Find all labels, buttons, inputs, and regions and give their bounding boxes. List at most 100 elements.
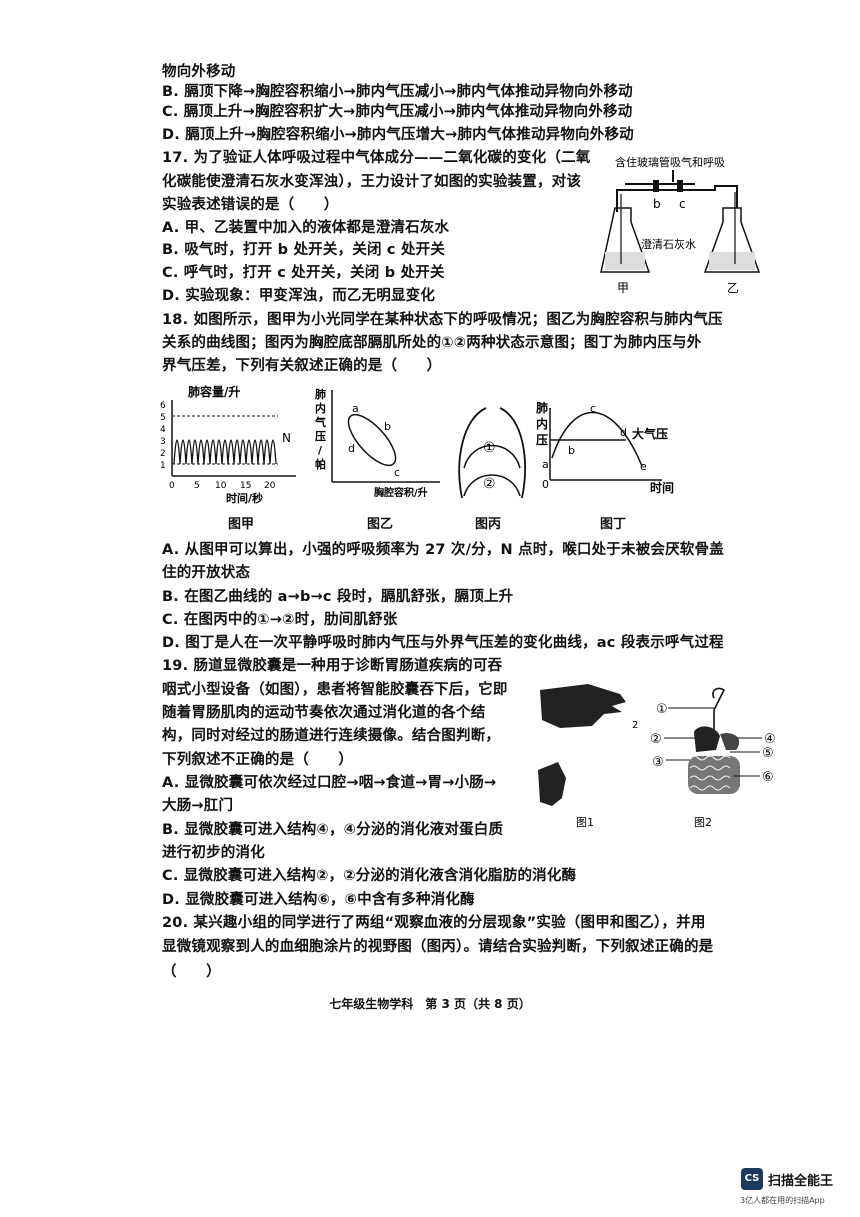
breathing-apparatus-figure: 含住玻璃管吸气和呼吸 b c 澄清石灰水 甲 乙 (600, 155, 761, 295)
question-19-option-c: C. 显微胶囊可进入结构②，②分泌的消化液含消化脂肪的消化酶 (162, 868, 577, 884)
y-tick: 4 (160, 425, 166, 435)
question-20-stem: 20. 某兴趣小组的同学进行了两组“观察血液的分层现象”实验（图甲和图乙），并用 (162, 915, 706, 931)
y-axis-label-char: 肺 (315, 387, 326, 401)
option-b: B. 膈顶下降→胸腔容积缩小→肺内气压减小→肺内气体推动异物向外移动 (162, 84, 633, 100)
pressure-curve (551, 411, 643, 467)
state-2-label: ② (483, 476, 496, 492)
y-tick: 5 (160, 413, 166, 423)
point-a: a (542, 458, 549, 471)
x-axis-label: 时间/秒 (226, 491, 263, 505)
flask-jia-label: 甲 (617, 281, 629, 295)
y-axis-label: 肺 内 气 压 / 帕 (314, 387, 326, 471)
atm-label: 大气压 (632, 426, 668, 441)
question-18-option-d: D. 图丁是人在一次平静呼吸时肺内气压与外界气压差的变化曲线，ac 段表示呼气过… (162, 635, 724, 651)
label-1: ① (656, 702, 668, 717)
y-axis-label-char: 压 (315, 429, 326, 443)
y-axis-label: 肺 内 压 (536, 400, 548, 447)
question-17-stem: 实验表述错误的是（ ） (162, 197, 339, 213)
lung-volume-chart: 肺容量/升 6 5 4 3 2 1 N 0 5 10 15 20 时间/秒 (160, 384, 296, 505)
x-axis-label: 胸腔容积/升 (374, 486, 428, 499)
point-b: b (384, 420, 391, 433)
origin-label: 0 (542, 478, 549, 491)
valve-c-label: c (679, 197, 686, 211)
y-tick: 2 (160, 449, 166, 459)
question-17-option-c: C. 呼气时，打开 c 处开关，关闭 b 处开关 (162, 265, 445, 281)
flask-yi-label: 乙 (727, 281, 739, 295)
option-c: C. 膈顶上升→胸腔容积扩大→肺内气压减小→肺内气体推动异物向外移动 (162, 104, 633, 120)
liver (694, 726, 720, 752)
watermark-subtitle: 3亿人都在用的扫描App (740, 1196, 825, 1205)
figure-caption: 图丁 (600, 517, 627, 532)
question-19-stem: 咽式小型设备（如图），患者将智能胶囊吞下后，它即 (162, 682, 508, 698)
label-2: ② (650, 732, 662, 747)
diaphragm-diagram: ① ② (458, 407, 526, 499)
valve-b (653, 180, 659, 192)
question-19-stem: 随着胃肠肌肉的运动节奏依次通过消化道的各个结 (162, 705, 486, 721)
x-ticks: 0 5 10 15 20 (169, 481, 276, 491)
diaphragm-state-1 (463, 444, 521, 469)
y-axis-label-char: 内 (536, 416, 548, 431)
question-19-option-a: 大肠→肛门 (162, 798, 234, 814)
question-17-stem: 化碳能使澄清石灰水变浑浊），王力设计了如图的实验装置，对该 (162, 174, 582, 190)
question-19-option-d: D. 显微胶囊可进入结构⑥，⑥中含有多种消化酶 (162, 892, 475, 908)
pressure-loop (347, 413, 397, 467)
capsule-photo-lower (538, 762, 566, 806)
y-ticks: 6 5 4 3 2 1 (160, 401, 166, 471)
label-5: ⑤ (762, 746, 774, 761)
x-tick: 10 (215, 481, 227, 491)
tube-label: 含住玻璃管吸气和呼吸 (615, 155, 725, 169)
point-c: c (590, 402, 596, 415)
figure-caption: 图乙 (367, 517, 394, 532)
text-line: 物向外移动 (162, 64, 236, 80)
question-18-stem: 关系的曲线图；图丙为胸腔底部膈肌所处的①②两种状态示意图；图丁为肺内压与外 (162, 335, 702, 351)
question-17-stem: 17. 为了验证人体呼吸过程中气体成分——二氧化碳的变化（二氧 (162, 150, 591, 166)
figure-2-caption: 图2 (694, 816, 712, 829)
y-tick: 6 (160, 401, 166, 411)
question-19-option-b: 进行初步的消化 (162, 845, 265, 861)
x-tick: 5 (194, 481, 200, 491)
liquid-label: 澄清石灰水 (641, 237, 696, 251)
flask-yi-liquid (709, 252, 755, 270)
option-d: D. 膈顶上升→胸腔容积缩小→肺内气压增大→肺内气体推动异物向外移动 (162, 127, 634, 143)
point-n-label: N (282, 431, 291, 445)
flask-jia (600, 207, 651, 273)
connecting-tube (616, 185, 738, 212)
point-a: a (352, 402, 359, 415)
figure-caption: 图甲 (228, 517, 255, 532)
y-axis-label-char: / (318, 444, 323, 457)
y-axis-label-char: 压 (536, 433, 548, 447)
question-19-option-a: A. 显微胶囊可依次经过口腔→咽→食道→胃→小肠→ (162, 775, 497, 791)
point-d: d (348, 442, 355, 455)
point-d: d (620, 426, 627, 439)
small-intestine (688, 756, 740, 794)
question-18-option-b: B. 在图乙曲线的 a→b→c 段时，膈肌舒张，膈顶上升 (162, 589, 514, 605)
y-axis-label: 肺容量/升 (188, 384, 240, 399)
flask-jia-liquid (605, 252, 645, 270)
watermark-title: 扫描全能王 (768, 1174, 834, 1189)
question-19-option-b: B. 显微胶囊可进入结构④，④分泌的消化液对蛋白质 (162, 822, 504, 838)
question-17-option-b: B. 吸气时，打开 b 处开关，关闭 c 处开关 (162, 242, 446, 258)
camscanner-logo-icon: CS (741, 1168, 763, 1190)
label-3: ③ (652, 755, 664, 770)
x-axis-label: 时间 (650, 480, 674, 495)
figure-1-caption: 图1 (576, 816, 594, 829)
intestine-texture (689, 755, 731, 791)
question-18-stem: 18. 如图所示，图甲为小光同学在某种状态下的呼吸情况；图乙为胸腔容积与肺内气压 (162, 312, 723, 328)
y-axis-label-char: 帕 (315, 457, 326, 471)
stray-mark: 2 (632, 720, 638, 731)
x-tick: 15 (240, 481, 251, 491)
y-axis-label-char: 肺 (536, 400, 548, 415)
question-19-stem: 19. 肠道显微胶囊是一种用于诊断胃肠道疾病的可吞 (162, 658, 503, 674)
capsule-photo-upper (540, 684, 626, 728)
label-4: ④ (764, 732, 776, 747)
question-18-stem: 界气压差，下列有关叙述正确的是（ ） (162, 358, 442, 374)
question-20-stem: （ ） (162, 964, 221, 980)
point-e: e (640, 460, 647, 473)
state-1-label: ① (483, 440, 496, 456)
question-17-option-d: D. 实验现象：甲变浑浊，而乙无明显变化 (162, 288, 436, 304)
valve-c (677, 180, 683, 192)
flask-yi (703, 207, 761, 273)
point-b: b (568, 444, 575, 457)
question-19-stem: 构，同时对经过的肠道进行连续摄像。结合图判断， (162, 728, 501, 744)
pressure-volume-chart: 肺 内 气 压 / 帕 a b c d 胸腔容积/升 (314, 387, 440, 499)
